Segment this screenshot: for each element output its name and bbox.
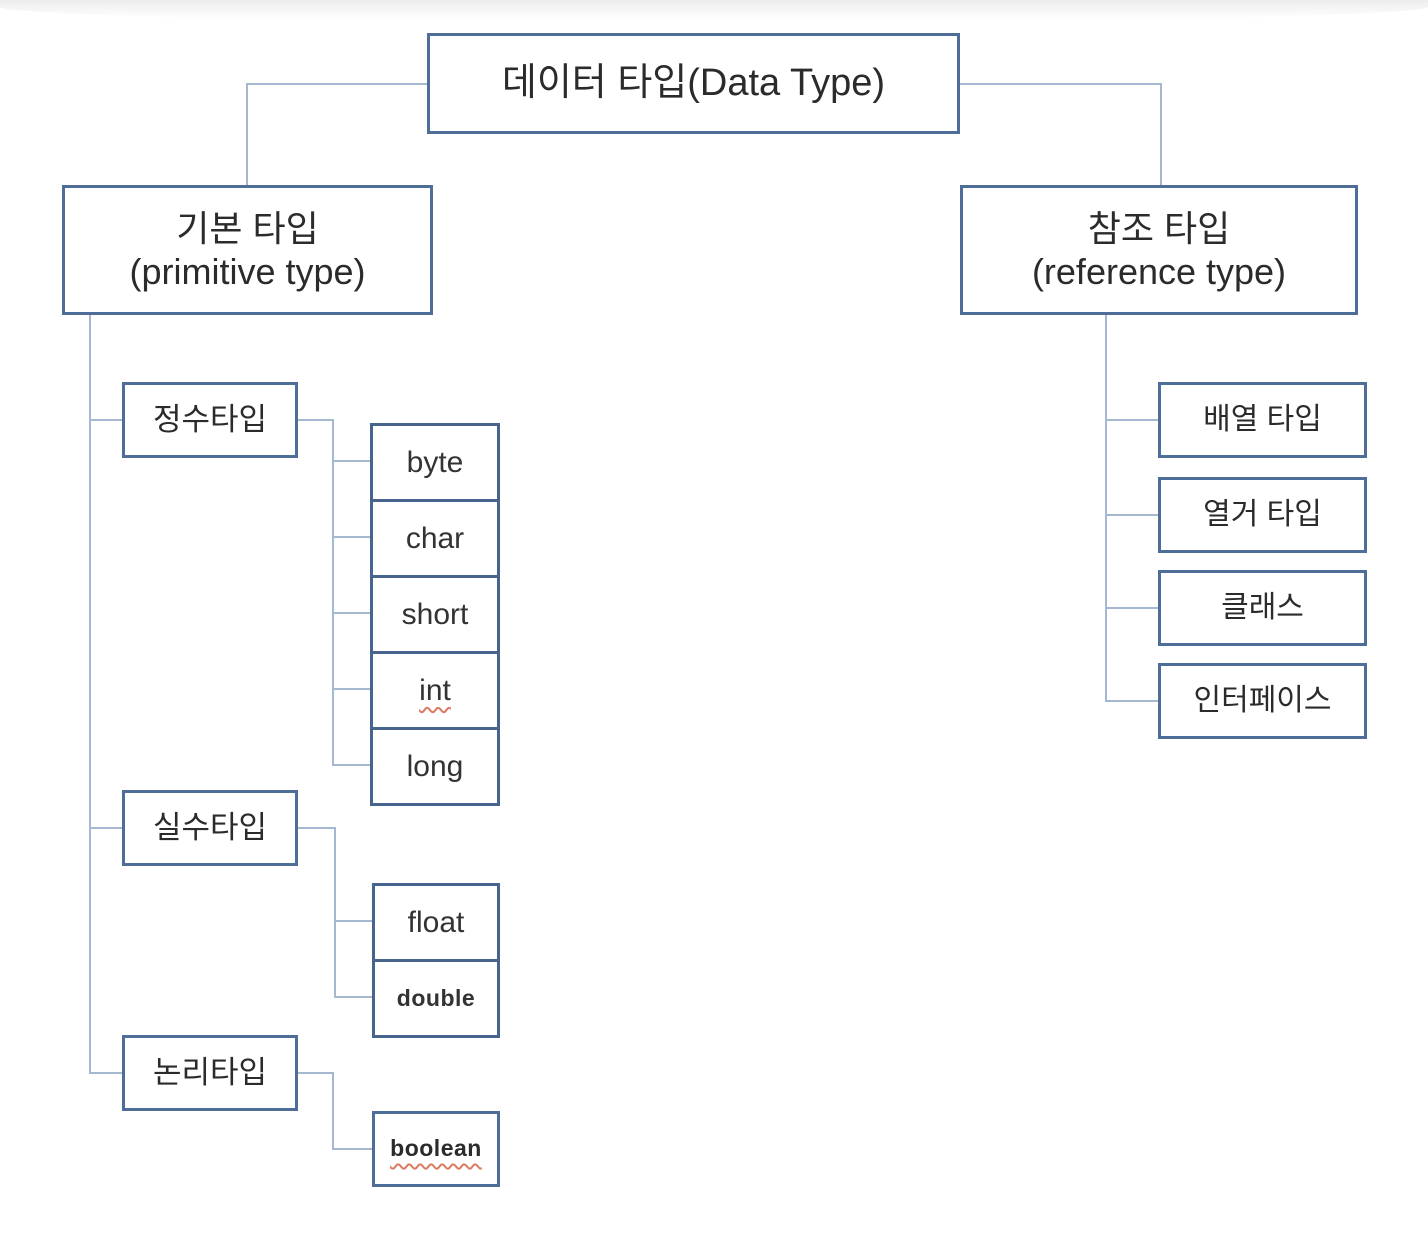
node-boolean: boolean [372,1111,500,1187]
connector-branch-char [332,536,370,538]
connector-branch-interface [1105,700,1158,702]
primitive-title: 기본 타입 [176,207,319,249]
node-double: double [372,959,500,1038]
float-group-label: 실수타입 [152,810,268,846]
connector-branch-array [1105,419,1158,421]
connector-integer-group-out [298,419,334,421]
integer-group-label: 정수타입 [152,402,268,438]
connector-branch-boolean [332,1148,372,1150]
integer-types-stack: byte char short int long [370,423,500,806]
connector-logic-group-out [298,1072,334,1074]
node-interface-type: 인터페이스 [1158,663,1367,739]
connector-branch-enum [1105,514,1158,516]
root-node-label: 데이터 타입(Data Type) [501,61,886,104]
connector-float-group-out [298,827,336,829]
reference-title: 참조 타입 [1087,207,1231,249]
connector-branch-long [332,764,370,766]
node-enum-type: 열거 타입 [1158,477,1367,553]
logic-group-label: 논리타입 [152,1055,268,1091]
connector-root-left-vertical [246,83,248,185]
node-logic-group: 논리타입 [122,1035,298,1111]
connector-branch-integer-group [89,419,122,421]
node-primitive-type: 기본 타입 (primitive type) [62,185,433,315]
connector-root-right-horizontal [960,83,1162,85]
connector-float-stack-trunk [334,827,336,998]
connector-root-left-horizontal [246,83,427,85]
node-short: short [370,575,500,654]
node-integer-group: 정수타입 [122,382,298,458]
connector-branch-double [334,996,372,998]
node-array-type: 배열 타입 [1158,382,1367,458]
connector-reference-trunk [1105,315,1107,702]
connector-branch-class [1105,607,1158,609]
reference-subtitle: (reference type) [1031,251,1287,292]
node-class-type: 클래스 [1158,570,1367,646]
root-node-data-type: 데이터 타입(Data Type) [427,33,960,134]
connector-branch-logic-group [89,1072,122,1074]
primitive-subtitle: (primitive type) [129,251,366,292]
node-float: float [372,883,500,962]
connector-root-right-vertical [1160,83,1162,185]
connector-branch-short [332,612,370,614]
node-byte: byte [370,423,500,502]
connector-integer-stack-trunk [332,419,334,766]
float-types-stack: float double [372,883,500,1038]
connector-branch-int [332,688,370,690]
node-float-group: 실수타입 [122,790,298,866]
connector-boolean-trunk [332,1072,334,1150]
connector-branch-float-group [89,827,122,829]
connector-branch-float [334,920,372,922]
connector-branch-byte [332,460,370,462]
node-long: long [370,727,500,806]
connector-primitive-trunk [89,315,91,1074]
node-char: char [370,499,500,578]
node-int: int [370,651,500,730]
node-reference-type: 참조 타입 (reference type) [960,185,1358,315]
